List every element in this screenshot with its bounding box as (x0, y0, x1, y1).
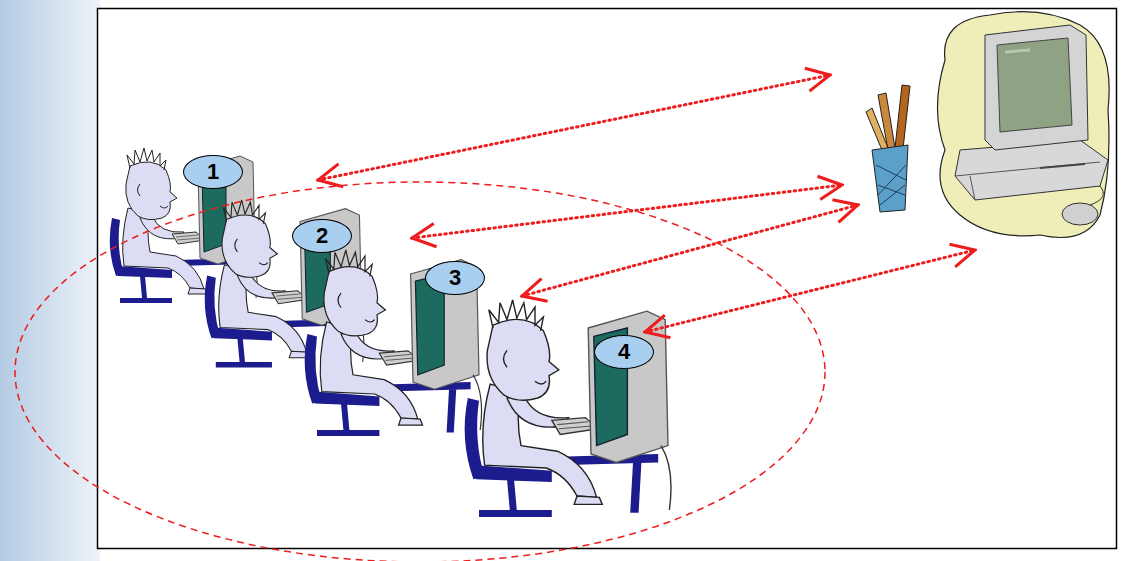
link-arrow (318, 75, 975, 332)
callout-number: 2 (316, 225, 328, 247)
callout-number: 3 (449, 267, 461, 289)
callout-oval: 2 (292, 219, 352, 253)
callout-number: 1 (207, 161, 219, 183)
terminal-user (305, 250, 482, 436)
terminal-user (465, 300, 671, 517)
callout-oval: 3 (425, 261, 485, 295)
callout-number: 4 (618, 341, 630, 363)
host-computer (866, 12, 1109, 238)
group-ellipse (15, 182, 825, 561)
frame (98, 9, 1117, 549)
callout-oval: 4 (594, 335, 654, 369)
side-band (0, 0, 100, 561)
callout-oval: 1 (183, 155, 243, 189)
